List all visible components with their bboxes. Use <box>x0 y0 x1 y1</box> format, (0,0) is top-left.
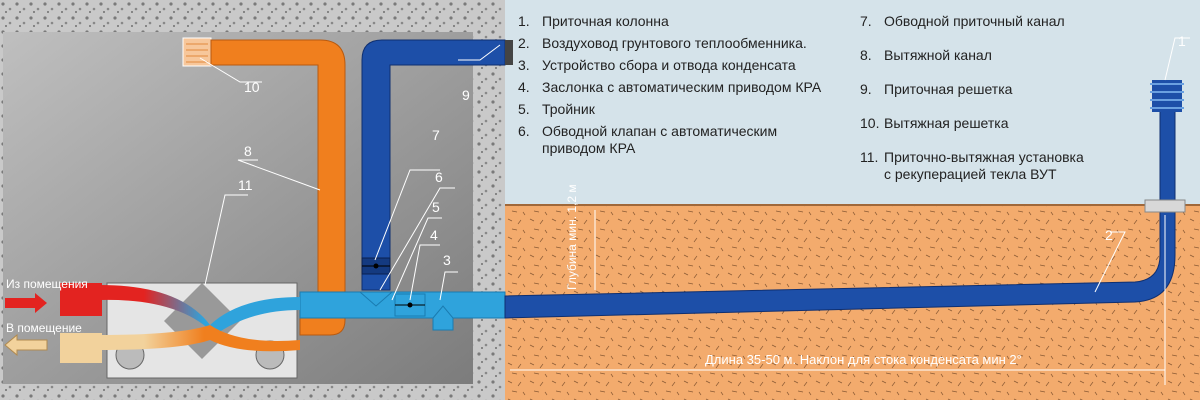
legend-item: 6.Обводной клапан с автоматическим приво… <box>518 123 778 156</box>
callout-2: 2 <box>1105 227 1113 243</box>
legend-item: 5.Тройник <box>518 101 595 117</box>
legend-item: 11.Приточно-вытяжная установка с рекупер… <box>860 149 1084 182</box>
callout-3: 3 <box>443 252 451 268</box>
to-room-label: В помещение <box>6 321 82 335</box>
sky-area <box>500 0 1200 205</box>
callout-10: 10 <box>244 79 260 95</box>
condensate-trap <box>432 305 454 331</box>
intake-column <box>1150 80 1184 112</box>
from-room-label: Из помещения <box>6 277 88 291</box>
ground-pipe <box>504 109 1176 319</box>
callout-4: 4 <box>430 227 438 243</box>
supply-grille <box>505 40 513 65</box>
legend-item: 1.Приточная колонна <box>518 13 669 29</box>
callout-6: 6 <box>435 169 443 185</box>
callout-9: 9 <box>462 87 470 103</box>
callout-1: 1 <box>1178 33 1186 49</box>
legend-item: 2.Воздуховод грунтового теплообменника. <box>518 35 807 51</box>
arrow-in-icon <box>5 293 47 313</box>
legend-item: 8.Вытяжной канал <box>860 47 992 63</box>
callout-5: 5 <box>432 199 440 215</box>
legend-right: 7.Обводной приточный канал 8.Вытяжной ка… <box>860 13 1100 183</box>
length-label: Длина 35-50 м. Наклон для стока конденса… <box>705 352 1022 367</box>
callout-7: 7 <box>432 127 440 143</box>
callout-11: 11 <box>238 177 253 193</box>
legend-item: 9.Приточная решетка <box>860 81 1013 97</box>
legend-item: 3.Устройство сбора и отвода конденсата <box>518 57 796 73</box>
legend-item: 10.Вытяжная решетка <box>860 115 1009 131</box>
legend-left: 1.Приточная колонна 2.Воздуховод грунтов… <box>518 13 821 157</box>
legend-item: 7.Обводной приточный канал <box>860 13 1065 29</box>
legend-item: 4.Заслонка с автоматическим приводом КРА <box>518 79 822 95</box>
arrow-out-icon <box>4 333 48 357</box>
depth-label: Глубина мин. 1,2 м <box>565 184 579 290</box>
callout-8: 8 <box>244 143 252 159</box>
